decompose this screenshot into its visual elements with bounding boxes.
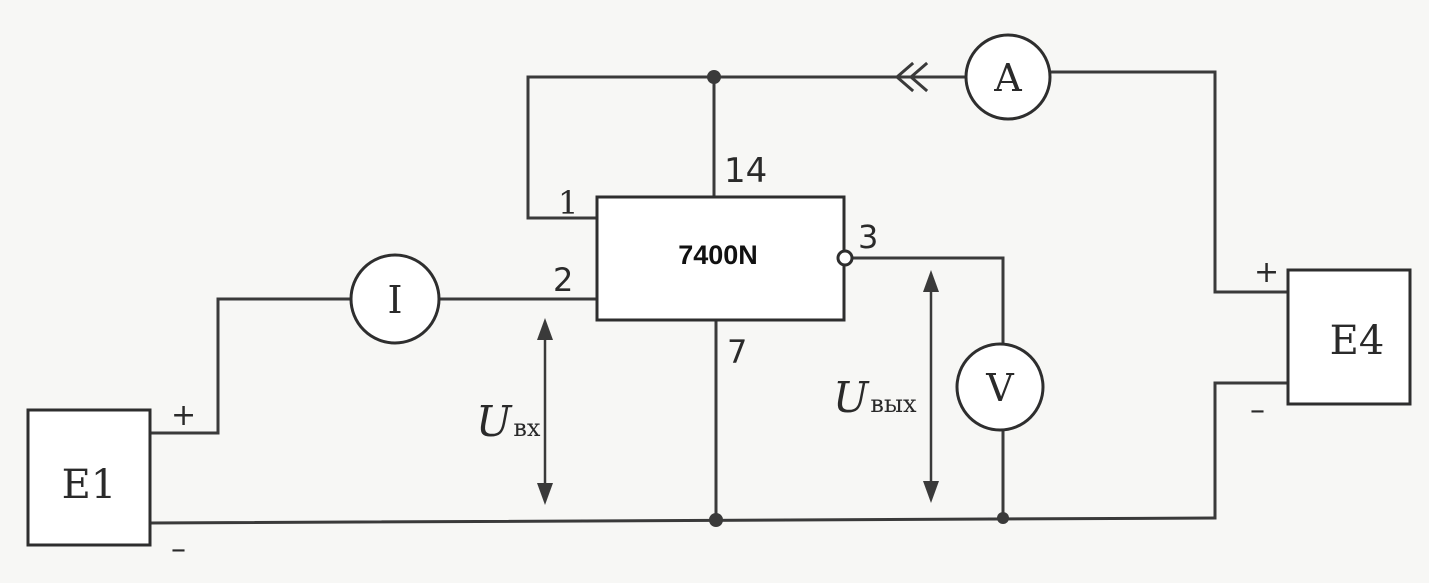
wire-output <box>850 256 1005 347</box>
voltmeter-circle <box>955 342 1045 432</box>
input-current-meter-label: I <box>387 278 402 322</box>
junction-gnd-chip <box>709 513 723 527</box>
arrow-up-icon <box>923 270 939 292</box>
e4-plus-sign: + <box>1254 255 1279 290</box>
ammeter-circle <box>964 33 1052 121</box>
arrow-up-icon <box>537 318 553 340</box>
input-current-meter-circle <box>349 253 441 345</box>
e4-minus-sign: – <box>1250 393 1265 428</box>
input-voltage-symbol: U <box>476 397 513 446</box>
current-direction-icon <box>894 61 929 93</box>
wire-pin1-loop <box>526 75 716 220</box>
input-voltage-label: Uвх <box>476 397 541 446</box>
chip-label: 7400N <box>678 240 758 270</box>
arrow-down-icon <box>537 483 553 505</box>
wire-e4-minus <box>1213 381 1290 520</box>
output-voltage-arrow <box>923 270 939 503</box>
wires <box>148 70 1290 525</box>
input-voltage-arrow <box>537 318 553 505</box>
arrow-down-icon <box>923 481 939 503</box>
wire-ammeter-to-e4-plus <box>1048 70 1290 294</box>
e1-minus-sign: – <box>171 532 186 567</box>
input-current-meter: I <box>349 253 441 345</box>
pin-2-label: 2 <box>553 261 573 299</box>
e4-box <box>1286 268 1412 406</box>
ammeter: A <box>964 33 1052 121</box>
pin-7-label: 7 <box>727 333 747 371</box>
output-voltage-label: Uвых <box>833 373 917 422</box>
output-voltage-subscript: вых <box>870 390 917 418</box>
junction-gnd-voltmeter <box>997 512 1009 524</box>
source-e1: E1 + – <box>26 398 196 567</box>
pin-14-label: 14 <box>724 151 767 191</box>
e1-box <box>26 408 152 547</box>
e1-label: E1 <box>62 462 117 508</box>
chip-7400n: 7400N <box>595 195 854 322</box>
voltmeter-label: V <box>985 366 1014 410</box>
e1-plus-sign: + <box>171 398 196 433</box>
pin-1-label: 1 <box>558 184 578 222</box>
inversion-bubble <box>836 249 854 267</box>
voltmeter: V <box>955 342 1045 432</box>
wire-e1-plus <box>148 297 352 435</box>
output-voltage-symbol: U <box>833 373 870 422</box>
input-voltage-subscript: вх <box>513 414 541 442</box>
ammeter-label: A <box>993 56 1022 100</box>
e4-label: E4 <box>1330 318 1385 364</box>
source-e4: E4 + – <box>1250 255 1412 428</box>
wire-bottom-rail <box>148 516 1217 525</box>
pin-3-label: 3 <box>858 218 878 256</box>
junction-top <box>707 70 721 84</box>
